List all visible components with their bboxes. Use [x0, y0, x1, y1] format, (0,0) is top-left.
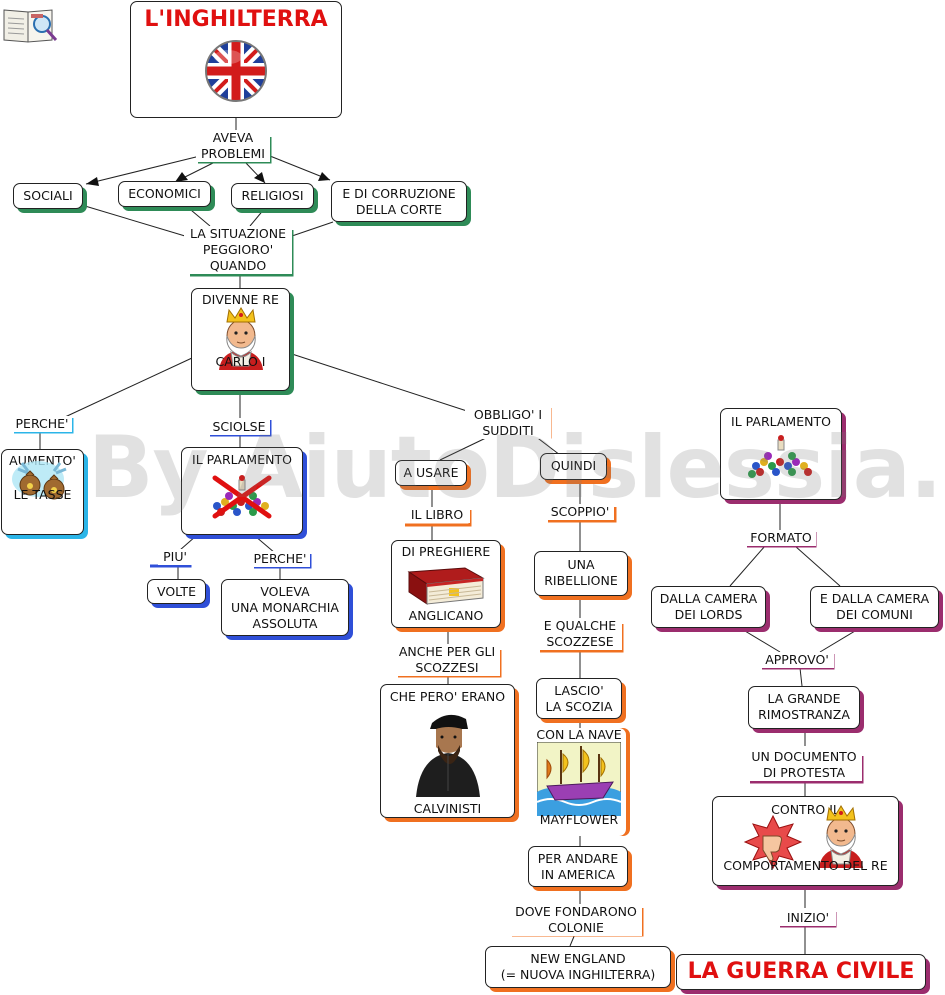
parliament-icon: [746, 432, 816, 480]
lascio-text: LASCIO' LA SCOZIA: [545, 683, 613, 714]
guerra-text: LA GUERRA CIVILE: [687, 959, 915, 984]
node-comuni[interactable]: E DALLA CAMERA DEI COMUNI: [810, 586, 939, 628]
node-a-usare[interactable]: A USARE: [395, 460, 467, 486]
calvinisti-top-text: CHE PERO' ERANO: [389, 689, 506, 704]
label-perche-1: PERCHE': [12, 416, 72, 432]
node-quindi[interactable]: QUINDI: [540, 453, 607, 480]
preghiere-bottom-text: ANGLICANO: [408, 608, 484, 623]
label-scozzesi: ANCHE PER GLI SCOZZESI: [394, 644, 500, 676]
label-qualche-scozzese: E QUALCHE SCOZZESE: [538, 618, 622, 650]
label-approvo: APPROVO': [760, 652, 834, 668]
node-contro[interactable]: CONTRO IL COMPORTAMENTO DEL RE: [712, 796, 899, 886]
contro-bottom-text: COMPORTAMENTO DEL RE: [723, 858, 888, 873]
parl1-text: IL PARLAMENTO: [192, 452, 292, 467]
label-obbligo: OBBLIGO' I SUDDITI: [465, 407, 551, 439]
node-preghiere[interactable]: DI PREGHIERE ANGLICANO: [391, 540, 501, 628]
label-piu: PIU': [158, 549, 192, 565]
label-documento: UN DOCUMENTO DI PROTESTA: [746, 749, 862, 781]
mayflower-ship-icon: [536, 741, 622, 817]
node-new-england[interactable]: NEW ENGLAND (= NUOVA INGHILTERRA): [485, 946, 671, 988]
node-guerra-civile[interactable]: LA GUERRA CIVILE: [676, 954, 926, 990]
ausare-text: A USARE: [403, 465, 459, 480]
sociali-text: SOCIALI: [23, 188, 73, 203]
preghiere-top-text: DI PREGHIERE: [401, 544, 491, 559]
red-book-icon: [403, 562, 489, 608]
carlo-top-text: DIVENNE RE: [202, 292, 279, 307]
node-corruzione[interactable]: E DI CORRUZIONE DELLA CORTE: [331, 181, 467, 222]
volte-text: VOLTE: [157, 584, 196, 599]
thumbs-down-icon: [743, 814, 803, 870]
newengland-text: NEW ENGLAND (= NUOVA INGHILTERRA): [500, 951, 656, 982]
nave-top-text: CON LA NAVE: [536, 727, 622, 742]
node-monarchia[interactable]: VOLEVA UNA MONARCHIA ASSOLUTA: [221, 579, 349, 636]
king-icon: [819, 805, 863, 868]
node-economici[interactable]: ECONOMICI: [118, 181, 211, 207]
contro-top-text: CONTRO IL: [771, 802, 840, 817]
node-mayflower: CON LA NAVE MAYFLOWER: [532, 727, 626, 836]
node-calvinisti[interactable]: CHE PERO' ERANO CALVINISTI: [380, 684, 515, 818]
union-jack-icon: [204, 39, 268, 103]
carlo-bottom-text: CARLO I: [215, 354, 266, 369]
label-inizio: INIZIO': [780, 910, 836, 926]
node-ribellione[interactable]: UNA RIBELLIONE: [534, 551, 628, 596]
label-perche-2: PERCHE': [250, 551, 310, 567]
monarchia-text: VOLEVA UNA MONARCHIA ASSOLUTA: [231, 584, 339, 631]
label-dove-fondarono: DOVE FONDARONO COLONIE: [510, 904, 642, 936]
node-parlamento-sciolto[interactable]: IL PARLAMENTO: [181, 447, 303, 535]
corruzione-text: E DI CORRUZIONE DELLA CORTE: [342, 186, 456, 217]
node-sociali[interactable]: SOCIALI: [13, 183, 83, 209]
node-inghilterra[interactable]: L'INGHILTERRA: [130, 1, 342, 118]
comuni-text: E DALLA CAMERA DEI COMUNI: [819, 591, 930, 622]
node-lords[interactable]: DALLA CAMERA DEI LORDS: [651, 586, 766, 628]
node-america[interactable]: PER ANDARE IN AMERICA: [528, 846, 628, 887]
calvinisti-bottom-text: CALVINISTI: [413, 801, 482, 816]
religiosi-text: RELIGIOSI: [241, 188, 304, 203]
node-aumento[interactable]: AUMENTO' LE TASSE: [1, 449, 84, 535]
america-text: PER ANDARE IN AMERICA: [537, 851, 619, 882]
contro-icons: [713, 805, 898, 874]
economici-text: ECONOMICI: [128, 186, 201, 201]
node-rimostranza[interactable]: LA GRANDE RIMOSTRANZA: [748, 686, 860, 729]
node-volte[interactable]: VOLTE: [147, 579, 206, 604]
node-religiosi[interactable]: RELIGIOSI: [231, 183, 314, 209]
rimostranza-text: LA GRANDE RIMOSTRANZA: [758, 691, 850, 722]
red-cross-icon: [212, 475, 272, 519]
lords-text: DALLA CAMERA DEI LORDS: [659, 591, 758, 622]
label-scoppio: SCOPPIO': [546, 504, 614, 520]
quindi-text: QUINDI: [550, 458, 597, 473]
node-carlo[interactable]: DIVENNE RE CARLO I: [191, 288, 290, 391]
title-label: L'INGHILTERRA: [144, 7, 328, 32]
node-parlamento[interactable]: IL PARLAMENTO: [720, 408, 842, 500]
node-lascio[interactable]: LASCIO' LA SCOZIA: [536, 678, 622, 719]
king-icon: [211, 306, 271, 370]
label-aveva-problemi: AVEVA PROBLEMI: [196, 130, 270, 162]
parliament-crossed-group: [207, 472, 277, 520]
money-bags-icon: [8, 455, 78, 505]
label-il-libro: IL LIBRO: [404, 507, 470, 523]
nave-bottom-text: MAYFLOWER: [539, 812, 619, 827]
parl2-text: IL PARLAMENTO: [731, 414, 831, 429]
label-formato: FORMATO: [746, 530, 816, 546]
label-situazione: LA SITUAZIONE PEGGIORO' QUANDO: [184, 226, 292, 274]
aumento-bottom-text: LE TASSE: [13, 487, 72, 502]
calvin-portrait-icon: [408, 707, 488, 797]
parliament-icon: [213, 475, 269, 516]
label-sciolse: SCIOLSE: [208, 419, 270, 435]
ribellione-text: UNA RIBELLIONE: [544, 557, 618, 588]
book-logo-icon: [2, 4, 58, 46]
